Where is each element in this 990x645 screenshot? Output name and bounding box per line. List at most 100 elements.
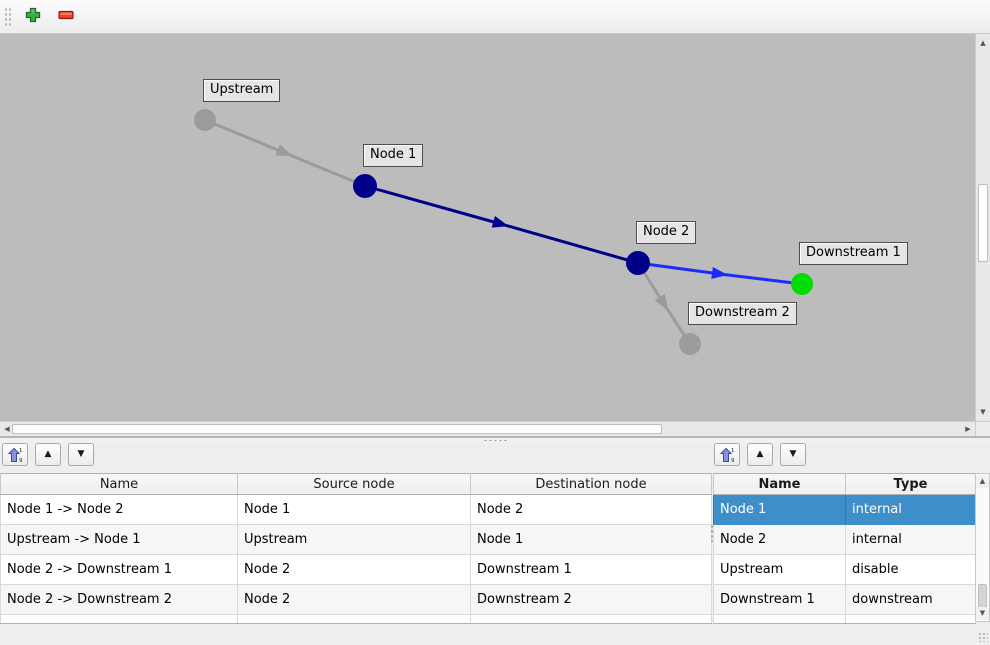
table-row[interactable]: Node 2 internal xyxy=(713,524,976,555)
edge-upstream-node1[interactable] xyxy=(204,118,366,188)
column-header-name[interactable]: Name xyxy=(0,473,238,495)
vertical-splitter-handle[interactable] xyxy=(710,524,714,542)
toolbar-drag-handle[interactable] xyxy=(4,5,12,28)
empty-row xyxy=(713,614,976,624)
scroll-right-button[interactable]: ▶ xyxy=(962,422,974,436)
node-label-node2[interactable]: Node 2 xyxy=(636,221,697,244)
canvas-vertical-scrollbar[interactable]: ▲ ▼ xyxy=(975,34,990,421)
arrow-right-icon: ▶ xyxy=(965,424,971,433)
edge-node2-downstream2[interactable] xyxy=(636,262,692,345)
node-label-upstream[interactable]: Upstream xyxy=(203,79,281,102)
sort-ascending-icon: 1 9 xyxy=(7,447,23,463)
resize-grip[interactable] xyxy=(978,632,988,642)
nodes-table: Name Type Node 1 internal Node 2 interna… xyxy=(713,473,976,624)
cell-source[interactable]: Node 2 xyxy=(237,584,471,615)
triangle-down-icon: ▼ xyxy=(789,449,797,459)
table-row[interactable]: Downstream 1 downstream xyxy=(713,584,976,615)
node-node2[interactable] xyxy=(626,251,650,275)
canvas-horizontal-scrollbar[interactable]: ◀ ▶ xyxy=(0,421,975,436)
cell-destination[interactable]: Downstream 2 xyxy=(470,584,712,615)
column-header-name[interactable]: Name xyxy=(713,473,846,495)
scroll-down-button[interactable]: ▼ xyxy=(976,405,990,419)
canvas-vscroll-thumb[interactable] xyxy=(978,184,988,262)
scroll-down-button[interactable]: ▼ xyxy=(976,607,989,620)
table-row[interactable]: Upstream disable xyxy=(713,554,976,585)
scroll-left-button[interactable]: ◀ xyxy=(1,422,13,436)
cell-source[interactable]: Node 1 xyxy=(237,494,471,525)
main-toolbar xyxy=(0,0,990,34)
svg-text:1: 1 xyxy=(19,448,23,454)
cell-destination[interactable]: Node 2 xyxy=(470,494,712,525)
plus-icon xyxy=(24,6,42,28)
node-label-downstream1[interactable]: Downstream 1 xyxy=(799,242,908,265)
svg-text:1: 1 xyxy=(731,448,735,454)
cell-type[interactable]: internal xyxy=(845,524,976,555)
scroll-up-button[interactable]: ▲ xyxy=(976,36,990,50)
table-row[interactable]: Node 1 -> Node 2 Node 1 Node 2 xyxy=(0,494,712,525)
table-header-row: Name Source node Destination node xyxy=(0,473,712,495)
move-up-button[interactable]: ▲ xyxy=(747,443,773,466)
cell-source[interactable]: Upstream xyxy=(237,524,471,555)
node-downstream1[interactable] xyxy=(791,273,813,295)
svg-text:9: 9 xyxy=(19,458,23,463)
table-row[interactable]: Upstream -> Node 1 Upstream Node 1 xyxy=(0,524,712,555)
add-node-button[interactable] xyxy=(20,4,46,30)
scrollbar-corner xyxy=(975,421,990,436)
triangle-up-icon: ▲ xyxy=(44,449,52,459)
cell-name[interactable]: Node 1 xyxy=(713,494,846,525)
graph-svg xyxy=(194,109,813,355)
cell-destination[interactable]: Downstream 1 xyxy=(470,554,712,585)
remove-node-button[interactable] xyxy=(53,4,79,30)
node-downstream2[interactable] xyxy=(679,333,701,355)
arrow-up-icon: ▲ xyxy=(979,477,986,485)
nodes-toolbar: 1 9 ▲ ▼ xyxy=(714,443,806,466)
sort-ascending-button[interactable]: 1 9 xyxy=(714,443,740,466)
column-header-destination-node[interactable]: Destination node xyxy=(470,473,712,495)
connections-toolbar: 1 9 ▲ ▼ xyxy=(2,443,94,466)
node-upstream[interactable] xyxy=(194,109,216,131)
move-up-button[interactable]: ▲ xyxy=(35,443,61,466)
canvas-hscroll-thumb[interactable] xyxy=(12,424,662,434)
horizontal-splitter[interactable] xyxy=(0,436,990,442)
arrow-down-icon: ▼ xyxy=(979,609,986,617)
arrow-down-icon: ▼ xyxy=(980,407,986,416)
empty-row xyxy=(0,614,712,624)
edge-node2-downstream1[interactable] xyxy=(637,261,803,286)
cell-name[interactable]: Node 2 xyxy=(713,524,846,555)
sort-ascending-button[interactable]: 1 9 xyxy=(2,443,28,466)
move-down-button[interactable]: ▼ xyxy=(780,443,806,466)
column-header-source-node[interactable]: Source node xyxy=(237,473,471,495)
arrow-up-icon: ▲ xyxy=(980,38,986,47)
scroll-up-button[interactable]: ▲ xyxy=(976,475,989,488)
cell-type[interactable]: disable xyxy=(845,554,976,585)
table-row[interactable]: Node 2 -> Downstream 1 Node 2 Downstream… xyxy=(0,554,712,585)
move-down-button[interactable]: ▼ xyxy=(68,443,94,466)
cell-name[interactable]: Node 1 -> Node 2 xyxy=(0,494,238,525)
arrow-left-icon: ◀ xyxy=(4,424,10,433)
cell-type[interactable]: internal xyxy=(845,494,976,525)
cell-type[interactable]: downstream xyxy=(845,584,976,615)
cell-name[interactable]: Upstream -> Node 1 xyxy=(0,524,238,555)
node-label-node1[interactable]: Node 1 xyxy=(363,144,424,167)
node-label-downstream2[interactable]: Downstream 2 xyxy=(688,302,797,325)
minus-icon xyxy=(57,6,75,28)
svg-text:9: 9 xyxy=(731,458,735,463)
triangle-up-icon: ▲ xyxy=(756,449,764,459)
edge-node1-node2[interactable] xyxy=(364,184,639,265)
column-header-type[interactable]: Type xyxy=(845,473,976,495)
cell-source[interactable]: Node 2 xyxy=(237,554,471,585)
table-row-selected[interactable]: Node 1 internal xyxy=(713,494,976,525)
node-node1[interactable] xyxy=(353,174,377,198)
cell-destination[interactable]: Node 1 xyxy=(470,524,712,555)
table-header-row: Name Type xyxy=(713,473,976,495)
cell-name[interactable]: Downstream 1 xyxy=(713,584,846,615)
cell-name[interactable]: Upstream xyxy=(713,554,846,585)
nodes-table-scrollbar[interactable]: ▲ ▼ xyxy=(975,473,990,622)
triangle-down-icon: ▼ xyxy=(77,449,85,459)
cell-name[interactable]: Node 2 -> Downstream 1 xyxy=(0,554,238,585)
cell-name[interactable]: Node 2 -> Downstream 2 xyxy=(0,584,238,615)
table-vscroll-thumb[interactable] xyxy=(978,584,987,608)
graph-canvas[interactable]: Upstream Node 1 Node 2 Downstream 1 Down… xyxy=(0,34,975,421)
connections-table: Name Source node Destination node Node 1… xyxy=(0,473,712,624)
table-row[interactable]: Node 2 -> Downstream 2 Node 2 Downstream… xyxy=(0,584,712,615)
